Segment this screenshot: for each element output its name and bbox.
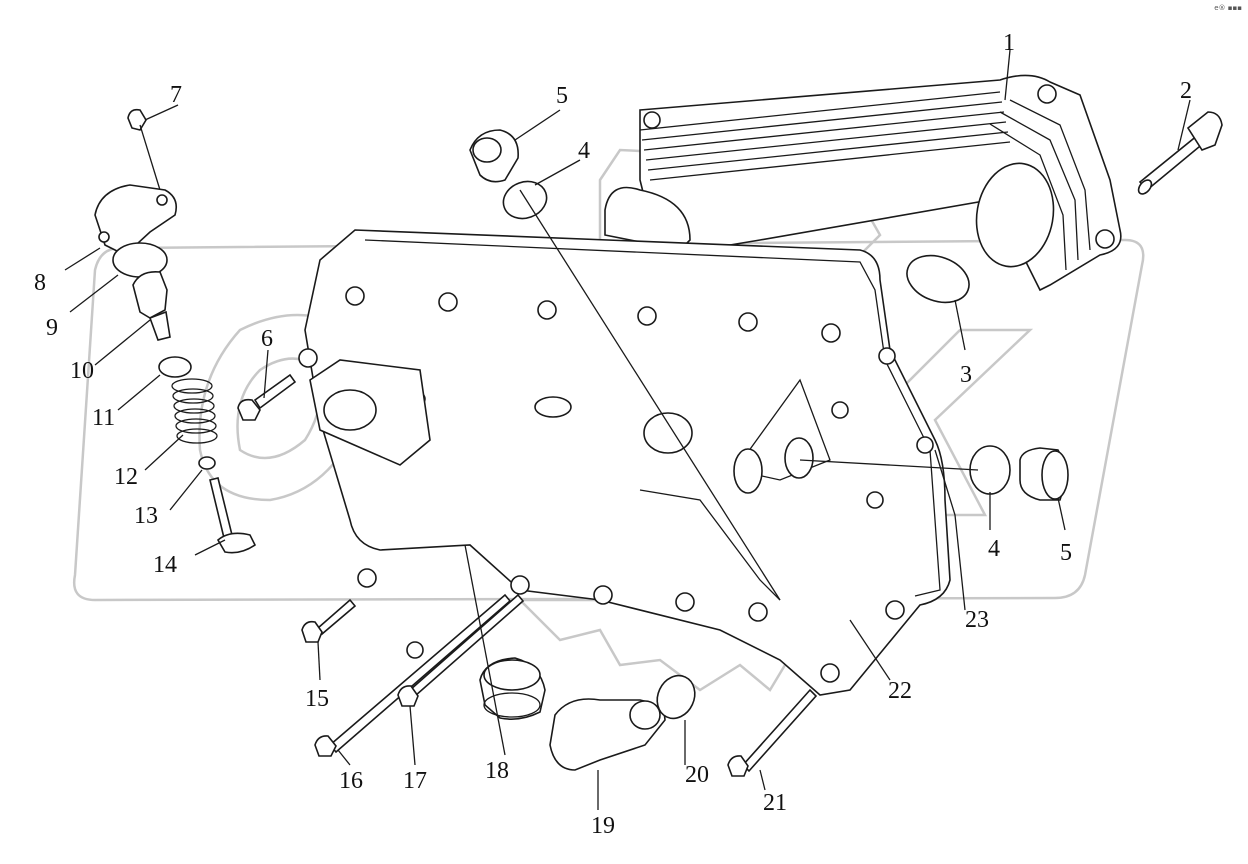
plug-5-upper-part [469, 129, 519, 183]
bolt-17-part [397, 593, 525, 707]
callout-12: 12 [114, 464, 138, 490]
bolt-15-part [301, 598, 357, 643]
callout-4-right: 4 [988, 536, 1000, 562]
cover-8-part [94, 184, 178, 256]
bolt-7-part [127, 108, 161, 191]
bolt-21-part [727, 688, 818, 777]
callout-6: 6 [261, 326, 273, 352]
callout-9: 9 [46, 315, 58, 341]
oil-cooler-part [604, 74, 1122, 292]
callout-18: 18 [485, 758, 509, 784]
plunger-10-part [132, 270, 171, 341]
valve-14-part [209, 477, 257, 554]
callout-7: 7 [170, 82, 182, 108]
washer-11-part [158, 356, 192, 378]
corner-mark: e® ▪▪▪ [1214, 4, 1242, 12]
callout-15: 15 [305, 686, 329, 712]
callout-4-upper: 4 [578, 138, 590, 164]
spring-12-part [171, 378, 218, 444]
callout-5-right: 5 [1060, 540, 1072, 566]
retainer-13-part [198, 456, 216, 470]
callout-22: 22 [888, 678, 912, 704]
bolt-6-part [237, 373, 297, 421]
callout-14: 14 [153, 552, 177, 578]
callout-21: 21 [763, 790, 787, 816]
callout-5-upper: 5 [556, 83, 568, 109]
o-ring-20-part [656, 674, 696, 720]
callout-labels: 1 2 3 4 4 5 5 6 7 8 9 10 11 12 13 14 15 … [34, 30, 1192, 839]
housing-22-part [298, 229, 951, 696]
callout-10: 10 [70, 358, 94, 384]
callout-16: 16 [339, 768, 363, 794]
callout-17: 17 [403, 768, 427, 794]
plug-18-part [479, 657, 546, 720]
callout-3: 3 [960, 362, 972, 388]
callout-8: 8 [34, 270, 46, 296]
plug-5-right-part [1019, 447, 1069, 501]
callout-13: 13 [134, 503, 158, 529]
sensor-19-part [549, 698, 666, 771]
callout-1: 1 [1003, 30, 1015, 56]
seal-ring-4-upper-part [502, 180, 548, 220]
callout-23: 23 [965, 607, 989, 633]
o-ring-3-part [906, 254, 970, 304]
callout-19: 19 [591, 813, 615, 839]
callout-20: 20 [685, 762, 709, 788]
callout-2: 2 [1180, 78, 1192, 104]
leader-lines [64, 49, 1191, 810]
cooler-bolt-part [1137, 111, 1223, 195]
callout-11: 11 [92, 405, 115, 431]
